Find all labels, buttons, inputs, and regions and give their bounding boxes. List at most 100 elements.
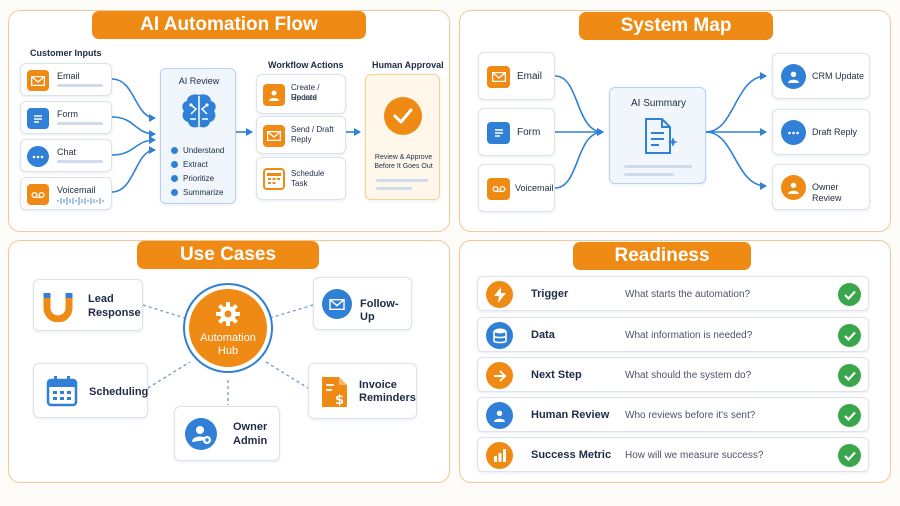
gear-icon bbox=[216, 302, 240, 326]
workflow-actions-label: Workflow Actions bbox=[268, 60, 344, 70]
check-circle-icon bbox=[171, 160, 178, 168]
action-label-line2: Task bbox=[291, 179, 308, 188]
placeholder-line bbox=[376, 179, 428, 182]
checklist-label: Data bbox=[531, 329, 555, 341]
use-case-lead-response[interactable]: Lead Response bbox=[33, 279, 143, 331]
map-output-crm-update[interactable]: CRM Update bbox=[772, 53, 870, 99]
user-icon bbox=[781, 175, 806, 200]
ai-summary-title: AI Summary bbox=[630, 98, 686, 109]
flow-input-email[interactable]: Email bbox=[20, 63, 112, 96]
review-step: Understand bbox=[171, 143, 233, 157]
use-case-invoice-reminders[interactable]: $ Invoice Reminders bbox=[308, 363, 417, 419]
check-icon bbox=[838, 283, 861, 306]
check-circle-icon bbox=[171, 146, 178, 154]
map-input-voicemail[interactable]: Voicemail bbox=[478, 164, 555, 212]
chat-icon bbox=[781, 120, 806, 145]
checklist-row[interactable]: Next Step What should the system do? bbox=[477, 357, 869, 392]
calendar-icon bbox=[263, 168, 285, 190]
action-schedule-task[interactable]: Schedule Task bbox=[256, 157, 346, 200]
flow-input-form[interactable]: Form bbox=[20, 101, 112, 134]
action-label-line2: Reply bbox=[291, 135, 312, 144]
automation-hub[interactable]: Automation Hub bbox=[183, 283, 273, 373]
chat-icon bbox=[27, 146, 49, 167]
use-case-label-line1: Invoice bbox=[359, 379, 397, 391]
map-output-owner-review[interactable]: Owner Review bbox=[772, 164, 870, 210]
action-create-update-record[interactable]: Create / Update Record bbox=[256, 74, 346, 114]
use-case-label: Scheduling bbox=[89, 386, 149, 398]
placeholder-line bbox=[624, 165, 692, 168]
email-icon bbox=[487, 66, 510, 88]
checklist-label: Next Step bbox=[531, 369, 582, 381]
ai-review-steps: Understand Extract Prioritize Summarize bbox=[171, 143, 233, 199]
review-step: Prioritize bbox=[171, 171, 233, 185]
review-step-label: Extract bbox=[183, 159, 208, 169]
check-circle-icon bbox=[171, 174, 178, 182]
user-icon bbox=[486, 402, 513, 429]
flow-input-chat-label: Chat bbox=[57, 147, 77, 157]
approval-line2: Before It Goes Out bbox=[374, 163, 433, 170]
use-case-owner-admin[interactable]: Owner Admin bbox=[174, 406, 280, 461]
action-send-draft-reply[interactable]: Send / Draft Reply bbox=[256, 116, 346, 154]
placeholder-line bbox=[57, 160, 103, 163]
ai-review-box[interactable]: AI Review Understand Extract Prioritize … bbox=[160, 68, 236, 204]
use-case-label-line2: Response bbox=[88, 307, 141, 319]
hub-label-line2: Hub bbox=[217, 345, 239, 357]
check-circle-icon bbox=[171, 188, 178, 196]
map-output-label: Draft Reply bbox=[812, 127, 858, 137]
review-step: Summarize bbox=[171, 185, 233, 199]
form-icon bbox=[487, 122, 510, 144]
use-case-scheduling[interactable]: Scheduling bbox=[33, 363, 148, 418]
map-input-form[interactable]: Form bbox=[478, 108, 555, 156]
placeholder-line bbox=[57, 122, 103, 125]
email-icon bbox=[27, 70, 49, 91]
flow-input-form-label: Form bbox=[57, 109, 78, 119]
brain-icon bbox=[182, 94, 216, 128]
map-input-voicemail-label: Voicemail bbox=[515, 183, 554, 193]
flow-input-voicemail[interactable]: Voicemail bbox=[20, 177, 112, 210]
email-icon bbox=[263, 125, 285, 147]
system-map-title: System Map bbox=[579, 12, 773, 40]
checklist-question: What should the system do? bbox=[625, 370, 752, 381]
database-icon bbox=[486, 322, 513, 349]
map-input-email[interactable]: Email bbox=[478, 52, 555, 100]
map-output-label: CRM Update bbox=[812, 71, 865, 81]
document-sparkle-icon bbox=[645, 118, 678, 154]
checklist-row[interactable]: Human Review Who reviews before it's sen… bbox=[477, 397, 869, 432]
checklist-row[interactable]: Success Metric How will we measure succe… bbox=[477, 437, 869, 472]
review-step: Extract bbox=[171, 157, 233, 171]
checklist-title: Readiness Checklist bbox=[573, 242, 751, 294]
calendar-icon bbox=[46, 376, 78, 407]
flow-input-chat[interactable]: Chat bbox=[20, 139, 112, 172]
checklist-row[interactable]: Data What information is needed? bbox=[477, 317, 869, 352]
use-case-label-line1: Lead bbox=[88, 293, 114, 305]
arrow-right-icon bbox=[486, 362, 513, 389]
flow-title: AI Automation Flow bbox=[92, 11, 366, 39]
action-label-line1: Create / Update bbox=[291, 83, 320, 102]
use-case-label-line2: Admin bbox=[233, 435, 268, 447]
checklist-label: Success Metric bbox=[531, 449, 612, 461]
customer-inputs-label: Customer Inputs bbox=[30, 48, 102, 58]
check-icon bbox=[838, 404, 861, 427]
review-step-label: Summarize bbox=[183, 187, 224, 197]
ai-review-title: AI Review bbox=[178, 76, 220, 86]
map-input-email-label: Email bbox=[517, 71, 543, 82]
svg-text:$: $ bbox=[335, 393, 344, 408]
ai-summary-box[interactable]: AI Summary bbox=[609, 87, 706, 184]
checklist-label: Human Review bbox=[531, 409, 610, 421]
checklist-question: Who reviews before it's sent? bbox=[625, 410, 756, 421]
user-icon bbox=[781, 64, 806, 89]
checklist-row[interactable]: Trigger What starts the automation? bbox=[477, 276, 869, 311]
map-output-draft-reply[interactable]: Draft Reply bbox=[772, 109, 870, 155]
bolt-icon bbox=[486, 281, 513, 308]
use-case-label-line1: Owner bbox=[233, 421, 268, 433]
use-case-label-line2: Reminders bbox=[359, 392, 416, 404]
review-step-label: Prioritize bbox=[183, 173, 215, 183]
use-case-follow-up[interactable]: Follow-Up bbox=[313, 277, 412, 330]
placeholder-line bbox=[57, 84, 103, 87]
use-cases-title: Use Cases bbox=[137, 241, 319, 269]
action-label-line1: Send / Draft bbox=[291, 125, 334, 134]
voicemail-icon bbox=[27, 184, 49, 205]
placeholder-line bbox=[376, 187, 412, 190]
review-step-label: Understand bbox=[183, 145, 225, 155]
human-approval-box[interactable]: Review & Approve Before It Goes Out bbox=[365, 74, 440, 200]
